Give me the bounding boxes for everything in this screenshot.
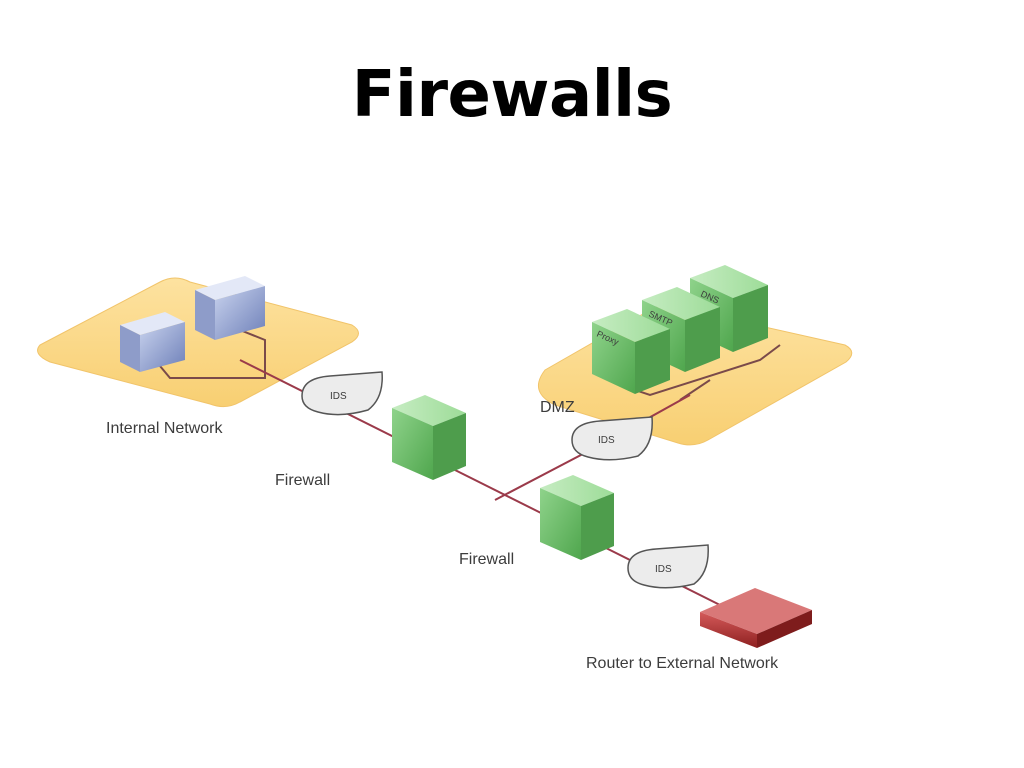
firewall-label: Firewall: [275, 472, 330, 489]
proxy-server-icon: Proxy: [592, 309, 670, 394]
internal-network-zone: [37, 277, 359, 408]
ids-label: IDS: [655, 564, 672, 575]
firewall-icon: [540, 475, 614, 560]
page-title: Firewalls: [351, 58, 673, 132]
ids-tag-icon: IDS: [571, 416, 653, 461]
internal-server-icon: [120, 312, 185, 372]
router-icon: [700, 588, 812, 648]
internal-server-icon: [195, 276, 265, 340]
internal-network-label: Internal Network: [106, 420, 223, 437]
firewall-icon: [392, 395, 466, 480]
ids-label: IDS: [330, 391, 347, 402]
firewall-label: Firewall: [459, 551, 514, 568]
ids-tag-icon: IDS: [301, 371, 383, 416]
ids-tag-icon: IDS: [627, 544, 709, 589]
router-label: Router to External Network: [586, 655, 779, 672]
dmz-label: DMZ: [540, 399, 575, 416]
ids-label: IDS: [598, 435, 615, 446]
